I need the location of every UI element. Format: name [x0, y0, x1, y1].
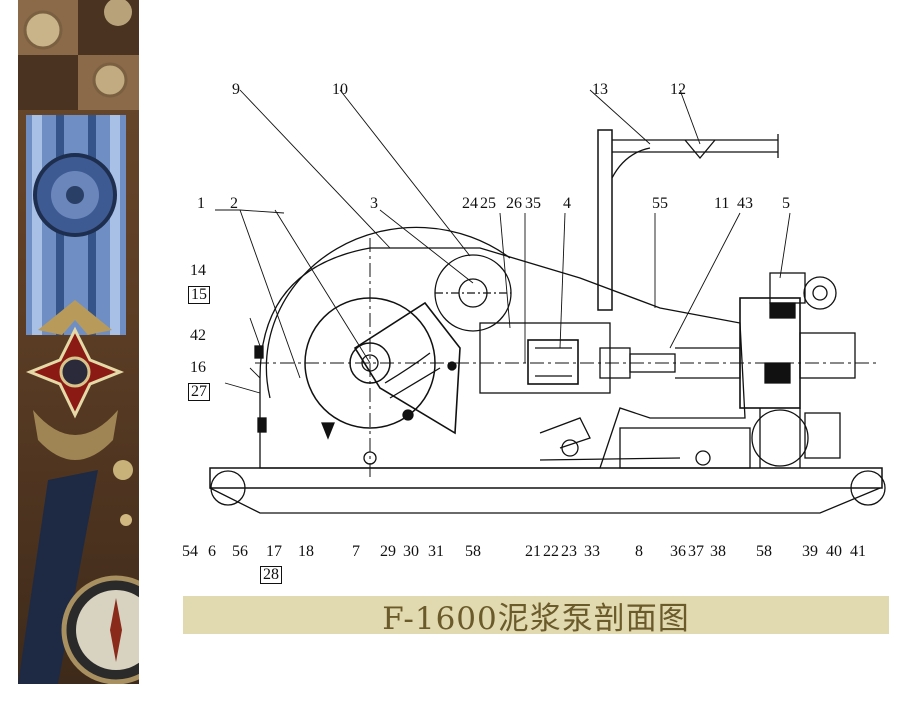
part-label-26: 26	[506, 195, 522, 212]
part-label-28: 28	[260, 566, 282, 584]
part-label-29: 29	[380, 543, 396, 560]
part-label-56: 56	[232, 543, 248, 560]
mud-pump-section-drawing: 9 10 13 12 3 24 25 26 35 4 55 11 43 5 1 …	[180, 78, 892, 598]
lift-eye-left	[210, 470, 246, 506]
part-label-36: 36	[670, 543, 686, 560]
part-label-54: 54	[182, 543, 198, 560]
crane-brace	[611, 147, 651, 179]
connecting-rod	[353, 301, 461, 435]
part-label-23: 23	[561, 543, 577, 560]
discharge-flange	[803, 276, 837, 310]
lube-pump	[539, 417, 591, 449]
part-label-17: 17	[266, 543, 282, 560]
drain-plug	[363, 451, 377, 465]
part-label-18: 18	[298, 543, 314, 560]
part-label-39: 39	[802, 543, 818, 560]
crane-post	[597, 129, 613, 311]
lift-eye-right	[850, 470, 886, 506]
crosshead-guide	[479, 322, 611, 394]
hoist-trolley	[684, 139, 716, 160]
part-label-2: 2	[230, 195, 238, 212]
extension-rod	[629, 353, 676, 373]
suction-flange	[804, 412, 841, 459]
part-label-55: 55	[652, 195, 668, 212]
part-label-11: 11	[714, 195, 730, 212]
part-label-42: 42	[190, 327, 206, 344]
part-label-15: 15	[188, 286, 210, 304]
skid-runner	[209, 487, 881, 514]
part-label-8: 8	[635, 543, 643, 560]
part-label-58b: 58	[756, 543, 772, 560]
part-label-30: 30	[403, 543, 419, 560]
part-label-4: 4	[563, 195, 571, 212]
oil-level-gauge	[321, 422, 335, 440]
title-band: F-1600泥浆泵剖面图	[183, 596, 889, 637]
reservoir	[619, 427, 751, 469]
part-label-35: 35	[525, 195, 541, 212]
breather	[257, 417, 267, 433]
part-label-21: 21	[525, 543, 541, 560]
part-label-13: 13	[592, 81, 608, 98]
part-label-37: 37	[688, 543, 704, 560]
part-label-24: 24	[462, 195, 478, 212]
base-skid	[209, 467, 883, 489]
crankcase-arc	[265, 226, 511, 399]
part-label-38: 38	[710, 543, 726, 560]
decorative-medal-photo	[18, 0, 139, 684]
part-label-16: 16	[190, 359, 206, 376]
part-label-58: 58	[465, 543, 481, 560]
part-label-43: 43	[737, 195, 753, 212]
part-label-9: 9	[232, 81, 240, 98]
part-label-3: 3	[370, 195, 378, 212]
part-label-5: 5	[782, 195, 790, 212]
part-label-7: 7	[352, 543, 360, 560]
part-label-25: 25	[480, 195, 496, 212]
part-label-27: 27	[188, 383, 210, 401]
power-end-frame	[259, 247, 746, 469]
inspection-cover-bolt	[254, 345, 264, 359]
crosshead	[527, 339, 579, 385]
part-label-33: 33	[584, 543, 600, 560]
part-label-14: 14	[190, 262, 206, 279]
cylinder-head	[799, 332, 856, 379]
part-label-6: 6	[208, 543, 216, 560]
part-label-31: 31	[428, 543, 444, 560]
suction-manifold	[751, 409, 809, 467]
part-label-1: 1	[197, 195, 205, 212]
part-label-41: 41	[850, 543, 866, 560]
slide-title: F-1600泥浆泵剖面图	[382, 600, 690, 637]
part-label-22: 22	[543, 543, 559, 560]
rod-bolt	[402, 409, 414, 421]
part-label-12: 12	[670, 81, 686, 98]
part-label-10: 10	[332, 81, 348, 98]
part-label-40: 40	[826, 543, 842, 560]
